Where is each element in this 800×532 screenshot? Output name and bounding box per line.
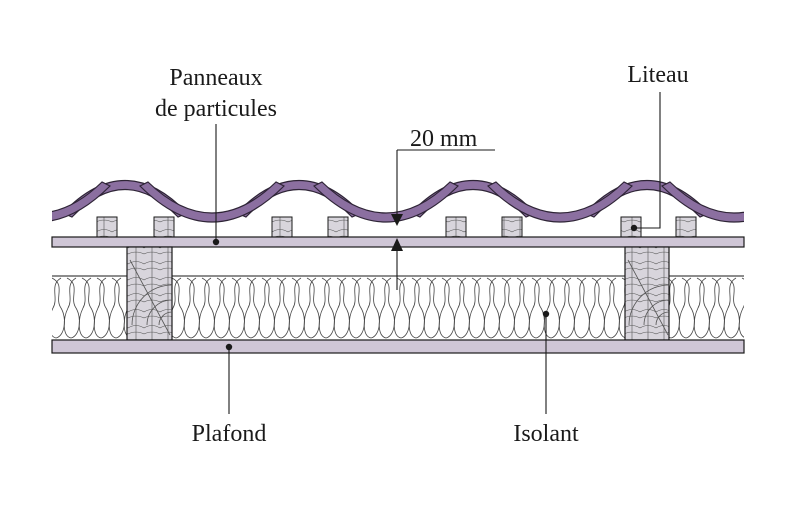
- batten-leader: [634, 92, 661, 229]
- insulation-fiber-34: [543, 277, 560, 339]
- ceiling-label: Plafond: [192, 421, 267, 447]
- insulation-fiber-32: [513, 277, 530, 339]
- insulation-fiber-15: [258, 277, 275, 339]
- insulation-fiber-3: [78, 277, 95, 339]
- insulation-callout: Isolant: [513, 310, 579, 447]
- insulation-fiber-43: [678, 277, 695, 339]
- gap-label: 20 mm: [410, 126, 478, 152]
- insulation-fiber-14: [243, 277, 260, 339]
- insulation-fiber-47: [738, 277, 744, 338]
- insulation-fiber-30: [483, 277, 500, 339]
- insulation-label: Isolant: [513, 421, 579, 447]
- insulation-fiber-48: [754, 278, 769, 338]
- insulation-fiber-1: [52, 277, 65, 339]
- batten-marker: [630, 224, 638, 232]
- batten-4: [327, 216, 349, 238]
- ceiling-callout: Plafond: [192, 343, 267, 447]
- insulation-fiber-37: [588, 277, 605, 339]
- batten-3: [271, 216, 293, 238]
- batten-8: [675, 216, 697, 238]
- batten-callout: Liteau: [627, 62, 689, 232]
- insulation-fiber-5: [108, 277, 125, 339]
- batten-5: [445, 216, 467, 238]
- joist-right: [624, 246, 670, 341]
- gap-arrow-down: [391, 214, 403, 226]
- insulation-fiber-11: [198, 277, 215, 339]
- insulation-fiber-42: [663, 277, 680, 339]
- insulation-fiber-29: [468, 277, 485, 339]
- gap-dimension: 20 mm: [391, 126, 495, 290]
- curved-tiles: [0, 180, 744, 223]
- particle-board-label-line2: de particules: [155, 96, 277, 122]
- tile-channel-2: [52, 181, 112, 222]
- insulation-fiber-17: [288, 277, 305, 339]
- particle-board-label-line1: Panneaux: [169, 65, 262, 91]
- insulation-fiber-25: [408, 277, 425, 339]
- insulation-fiber-23: [378, 277, 395, 339]
- insulation-fiber-45: [708, 277, 725, 339]
- insulation-fiber-18: [303, 277, 320, 339]
- insulation-fiber-21: [348, 277, 365, 339]
- insulation-marker: [542, 310, 550, 318]
- joist-left-grain: [129, 259, 173, 336]
- insulation-fiber-26: [423, 277, 440, 339]
- tile-channel-1: [0, 182, 27, 222]
- insulation-fiber-19: [318, 277, 335, 339]
- insulation-fiber-31: [498, 277, 515, 339]
- insulation-fiber-36: [573, 277, 590, 339]
- insulation-fiber-22: [363, 277, 380, 339]
- battens: [96, 216, 697, 238]
- insulation-fiber-33: [528, 277, 545, 339]
- particle-board-marker: [212, 238, 220, 246]
- batten-label: Liteau: [627, 62, 688, 88]
- insulation-fiber-24: [393, 277, 410, 339]
- tile-channel-4: [312, 181, 460, 223]
- tile-channel-3: [138, 181, 286, 223]
- insulation-fiber-38: [603, 277, 620, 339]
- batten-6: [501, 216, 523, 238]
- insulation-fiber-35: [558, 277, 575, 339]
- batten-2: [153, 216, 175, 238]
- insulation-fiber-20: [333, 277, 350, 339]
- insulation-fiber-49: [769, 278, 784, 338]
- gap-arrow-up: [391, 238, 403, 251]
- insulation-fiber-16: [273, 277, 290, 339]
- insulation-fiber-46: [723, 277, 740, 339]
- insulation-fiber-50: [784, 278, 799, 338]
- insulation-fiber-27: [438, 277, 455, 339]
- insulation-fiber-2: [63, 277, 80, 339]
- tile-channel-6: [660, 181, 744, 223]
- ceiling-marker: [225, 343, 233, 351]
- joist-right-grain: [627, 259, 670, 336]
- insulation-fiber-4: [93, 277, 110, 339]
- insulation-fiber-10: [183, 277, 200, 339]
- insulation-fiber-44: [693, 277, 710, 339]
- particle-board-callout: Panneaux de particules: [155, 65, 277, 246]
- ceiling-board: [51, 339, 745, 354]
- insulation-fiber-9: [168, 277, 185, 339]
- insulation-fiber-13: [228, 277, 245, 339]
- tile-channel-5: [486, 181, 634, 223]
- insulation-fiber-12: [213, 277, 230, 339]
- insulation-fiber-28: [453, 277, 470, 339]
- batten-1: [96, 216, 118, 238]
